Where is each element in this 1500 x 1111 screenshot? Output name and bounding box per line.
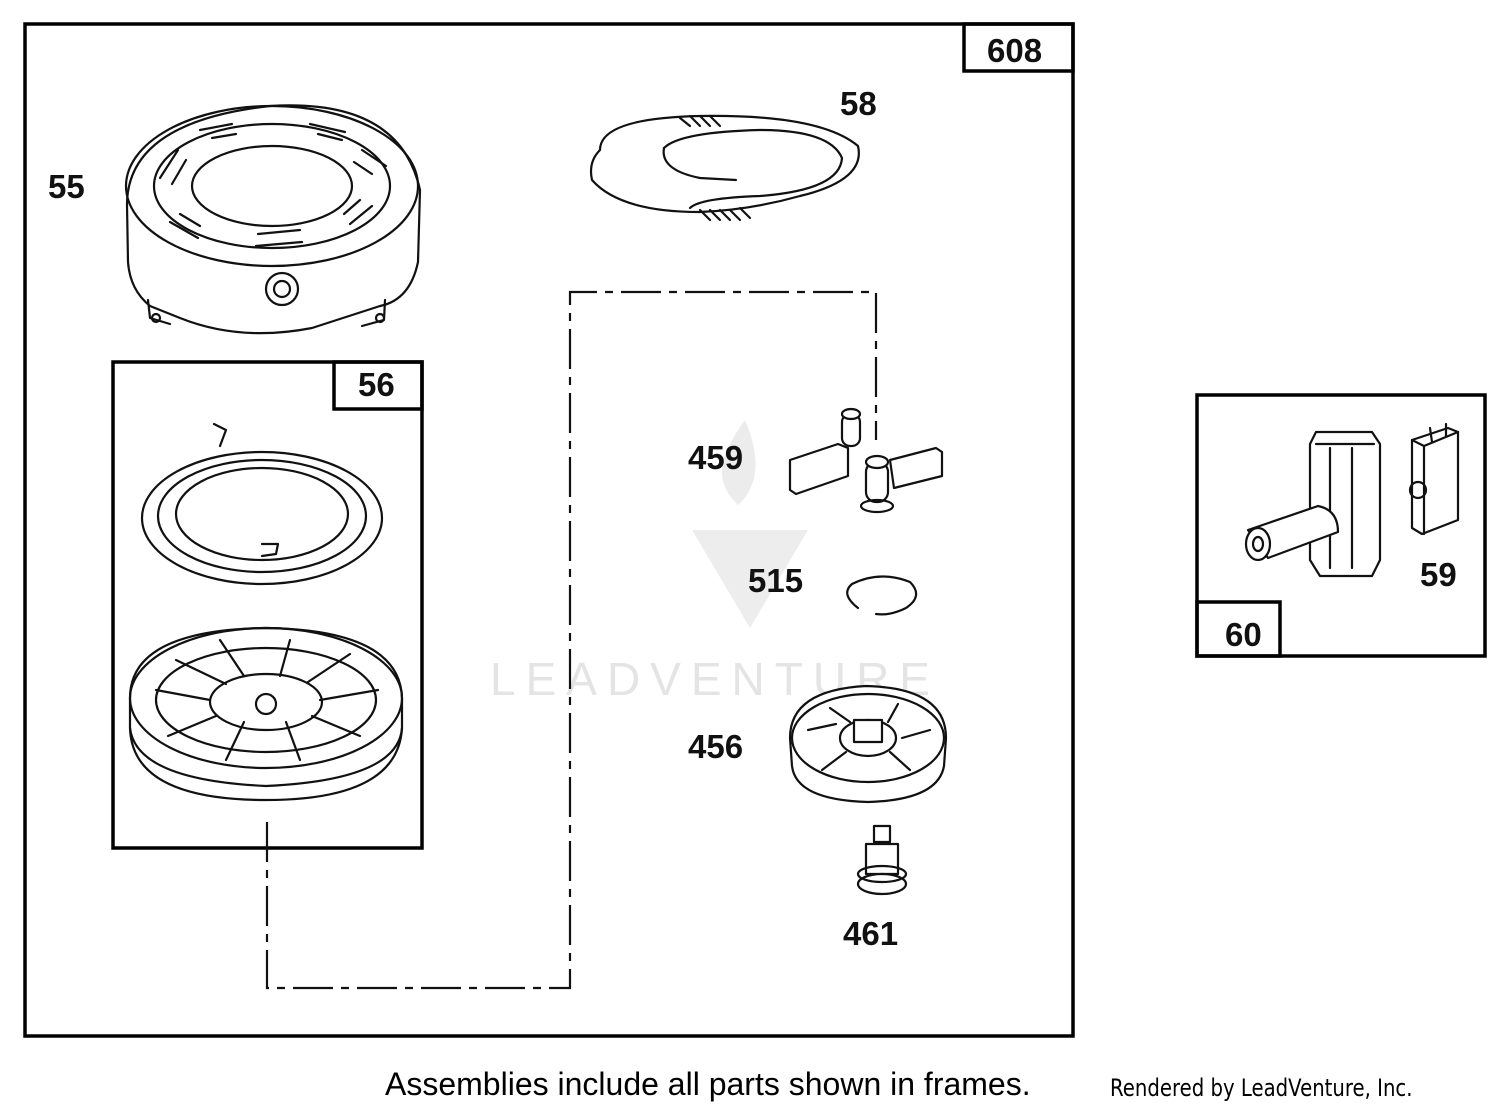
watermark-flame-icon	[721, 420, 756, 505]
pawl-drawing	[788, 407, 944, 514]
handle-assembly-label-box	[1195, 600, 1282, 658]
retainer-ring-drawing	[846, 575, 918, 616]
watermark-v-icon	[692, 530, 808, 628]
part-55-number: 55	[48, 168, 85, 205]
handle-assembly-frame	[1195, 393, 1487, 658]
part-456-number: 456	[688, 728, 743, 765]
starter-pulley-label-box	[332, 360, 424, 411]
assembly-leader-line	[265, 290, 878, 990]
part-461-number: 461	[843, 915, 898, 952]
starter-rope-drawing	[589, 114, 860, 222]
part-59-number: 59	[1420, 556, 1457, 593]
footer-note: Assemblies include all parts shown in fr…	[385, 1066, 1031, 1102]
part-459-number: 459	[688, 439, 743, 476]
starter-pulley-number: 56	[358, 366, 395, 403]
footer-credit: Rendered by LeadVenture, Inc.	[1110, 1074, 1413, 1102]
part-58-number: 58	[840, 85, 877, 122]
center-screw-drawing	[856, 824, 908, 896]
ratchet-drawing	[788, 684, 948, 804]
handle-assembly-number: 60	[1225, 616, 1262, 653]
main-assembly-number: 608	[987, 32, 1042, 69]
part-515-number: 515	[748, 562, 803, 599]
main-assembly-label-box	[962, 22, 1075, 73]
main-assembly-frame	[23, 22, 1075, 1038]
starter-pulley-drawing	[128, 626, 404, 802]
handle-insert-drawing	[1408, 422, 1460, 536]
blower-housing-drawing	[124, 104, 422, 335]
starter-handle-drawing	[1244, 430, 1382, 578]
recoil-spring-drawing	[140, 422, 384, 586]
